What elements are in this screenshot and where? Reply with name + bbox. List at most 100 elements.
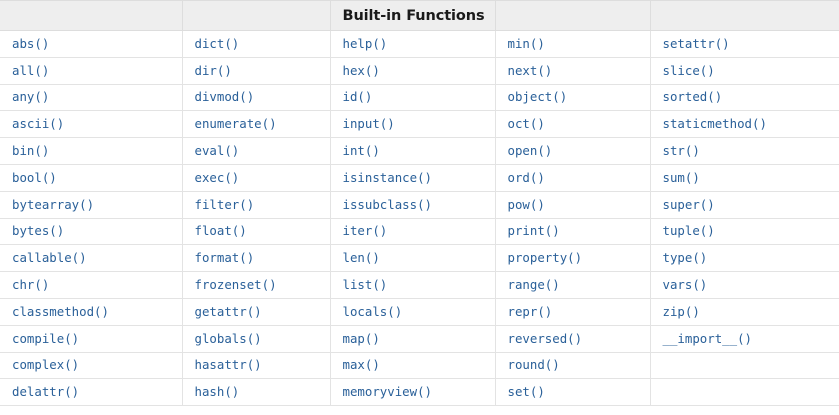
builtin-function-link[interactable]: tuple() [662,223,715,239]
builtin-function-link[interactable]: abs() [12,35,50,51]
table-cell: map() [330,325,496,353]
builtin-function-link[interactable]: bytes() [12,223,65,239]
builtin-function-link[interactable]: __import__() [662,330,753,346]
table-cell: round() [495,352,651,380]
table-cell: bool() [0,164,183,192]
builtin-function-link[interactable]: len() [342,250,380,266]
builtin-function-link[interactable]: any() [12,89,50,105]
builtin-function-link[interactable]: int() [342,143,380,159]
builtin-function-link[interactable]: delattr() [12,384,80,400]
builtin-function-link[interactable]: getattr() [194,303,262,319]
table-cell: memoryview() [330,378,496,407]
builtin-function-link[interactable]: slice() [662,62,715,78]
table-cell: range() [495,271,651,299]
table-cell: float() [182,218,331,246]
builtin-function-link[interactable]: bin() [12,143,50,159]
builtin-function-link[interactable]: open() [507,143,553,159]
builtin-function-link[interactable]: callable() [12,250,87,266]
table-row: bytearray() filter() issubclass() pow() supe… [0,191,839,219]
builtin-function-link[interactable]: enumerate() [194,116,277,132]
builtin-function-link[interactable]: float() [194,223,247,239]
builtin-function-link[interactable]: help() [342,35,388,51]
table-cell: input() [330,110,496,139]
builtin-function-link[interactable]: complex() [12,357,80,373]
table-cell: exec() [182,164,331,192]
table-row: complex() hasattr() max() round() [0,352,839,380]
table-cell: sorted() [650,84,839,112]
builtin-function-link[interactable]: list() [342,277,388,293]
builtin-function-link[interactable]: oct() [507,116,545,132]
builtin-function-link[interactable]: id() [342,89,373,105]
builtin-function-link[interactable]: property() [507,250,583,266]
table-row: classmethod() getattr() locals() repr() zip(… [0,298,839,326]
builtin-function-link[interactable]: filter() [194,196,255,212]
builtin-function-link[interactable]: pow() [507,196,545,212]
builtin-function-link[interactable]: all() [12,62,50,78]
builtin-function-link[interactable]: repr() [507,303,553,319]
builtin-function-link[interactable]: print() [507,223,560,239]
builtin-function-link[interactable]: super() [662,196,715,212]
table-cell: bin() [0,137,183,165]
builtin-function-link[interactable]: hex() [342,62,380,78]
builtin-function-link[interactable]: round() [507,357,560,373]
builtin-function-link[interactable]: issubclass() [342,196,433,212]
builtin-function-link[interactable]: zip() [662,303,700,319]
builtin-function-link[interactable]: eval() [194,143,240,159]
builtin-function-link[interactable]: input() [342,116,395,132]
builtin-function-link[interactable]: hasattr() [194,357,262,373]
builtin-function-link[interactable]: sorted() [662,89,723,105]
table-cell: repr() [495,298,651,326]
table-cell: hex() [330,57,496,85]
builtin-function-link[interactable]: iter() [342,223,388,239]
builtin-function-link[interactable]: format() [194,250,255,266]
builtin-function-link[interactable]: setattr() [662,35,730,51]
table-cell: id() [330,84,496,112]
builtin-function-link[interactable]: range() [507,277,560,293]
table-row: bin() eval() int() open() str() [0,137,839,165]
builtin-function-link[interactable]: object() [507,89,568,105]
builtin-function-link[interactable]: sum() [662,169,700,185]
builtin-function-link[interactable]: ord() [507,169,545,185]
builtin-function-link[interactable]: next() [507,62,553,78]
builtin-function-link[interactable]: type() [662,250,708,266]
builtin-function-link[interactable]: memoryview() [342,384,433,400]
builtin-function-link[interactable]: staticmethod() [662,116,767,132]
table-header: Built-in Functions [0,0,839,31]
builtin-function-link[interactable]: dir() [194,62,232,78]
table-cell: str() [650,137,839,165]
builtin-function-link[interactable]: globals() [194,330,262,346]
table-row: abs() dict() help() min() setattr() [0,30,839,58]
builtin-function-link[interactable]: bool() [12,169,57,185]
builtin-function-link[interactable]: frozenset() [194,277,277,293]
table-header-cell-1 [0,0,183,31]
table-cell: ascii() [0,110,183,139]
builtin-function-link[interactable]: locals() [342,303,403,319]
table-cell: slice() [650,57,839,85]
builtin-function-link[interactable]: isinstance() [342,169,433,185]
builtin-function-link[interactable]: exec() [194,169,240,185]
builtin-function-link[interactable]: max() [342,357,380,373]
builtin-function-link[interactable]: ascii() [12,116,65,132]
table-row: chr() frozenset() list() range() vars() [0,271,839,299]
builtin-function-link[interactable]: hash() [194,384,240,400]
table-cell: type() [650,244,839,273]
table-cell: callable() [0,244,183,273]
builtin-function-link[interactable]: vars() [662,277,708,293]
builtin-function-link[interactable]: divmod() [194,89,255,105]
table-header-cell-5 [650,0,839,31]
builtin-function-link[interactable]: bytearray() [12,196,95,212]
builtin-function-link[interactable]: map() [342,330,380,346]
table-header-cell-2 [182,0,331,31]
builtin-function-link[interactable]: classmethod() [12,303,109,319]
builtin-function-link[interactable]: set() [507,384,545,400]
builtin-function-link[interactable]: str() [662,143,700,159]
builtin-function-link[interactable]: compile() [12,330,80,346]
builtin-function-link[interactable]: reversed() [507,330,583,346]
table-body: abs() dict() help() min() setattr() all() dir(… [0,30,839,407]
table-cell: staticmethod() [650,110,839,139]
builtin-function-link[interactable]: dict() [194,35,240,51]
builtin-function-link[interactable]: min() [507,35,545,51]
table-cell: help() [330,30,496,58]
builtin-function-link[interactable]: chr() [12,277,50,293]
